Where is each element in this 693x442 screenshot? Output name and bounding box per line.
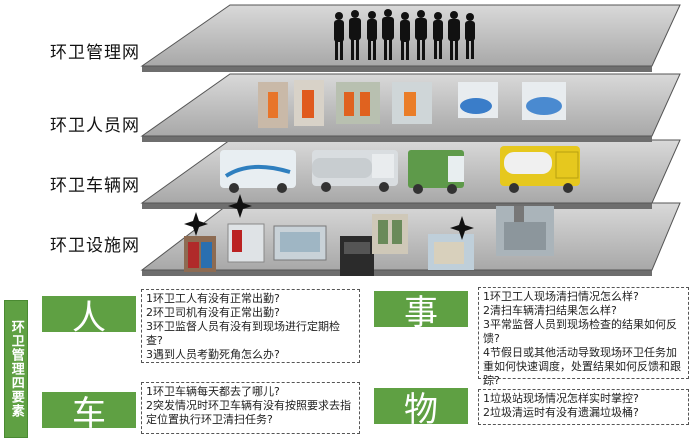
object-question-item: 1垃圾站现场情况怎样实时掌控?: [483, 392, 639, 405]
person-question-item: 3环卫监督人员有没有到现场进行定期检查?: [146, 320, 340, 347]
layer-label-facilities: 环卫设施网: [50, 236, 140, 256]
sanitation-vehicle-photos: [220, 146, 580, 194]
event-question-item: 2清扫车辆清扫结果怎么样?: [483, 304, 617, 317]
person-question-item: 2环卫司机有没有正常出勤?: [146, 306, 280, 319]
layer-label-vehicles: 环卫车辆网: [50, 176, 140, 196]
event-chip: 事: [374, 291, 468, 333]
event-question-item: 1环卫工人现场清扫情况怎么样?: [483, 290, 639, 303]
person-questions-box: 1环卫工人有没有正常出勤? 2环卫司机有没有正常出勤? 3环卫监督人员有没有到现…: [141, 289, 360, 363]
object-questions-box: 1垃圾站现场情况怎样实时掌控? 2垃圾清运时有没有遗漏垃圾桶?: [478, 389, 689, 425]
vehicle-questions-box: 1环卫车辆每天都去了哪儿? 2突发情况时环卫车辆有没有按照要求去指定位置执行环卫…: [141, 382, 360, 434]
vehicle-question-item: 1环卫车辆每天都去了哪儿?: [146, 385, 280, 398]
vehicle-question-item: 2突发情况时环卫车辆有没有按照要求去指定位置执行环卫清扫任务?: [146, 399, 351, 426]
layer-label-management: 环卫管理网: [50, 43, 140, 63]
event-question-item: 4节假日或其他活动导致现场环卫任务加重如何快速调度，处置结果如何反馈和跟踪?: [483, 346, 681, 387]
sanitation-facility-photos: [184, 206, 554, 276]
layer-plate-management: [140, 4, 681, 72]
people-silhouettes-image: [334, 9, 475, 60]
event-questions-box: 1环卫工人现场清扫情况怎么样? 2清扫车辆清扫结果怎么样? 3平常监督人员到现场…: [478, 287, 689, 387]
event-question-item: 3平常监督人员到现场检查的结果如何反馈?: [483, 318, 677, 345]
layer-stack-diagram: [140, 4, 681, 276]
object-question-item: 2垃圾清运时有没有遗漏垃圾桶?: [483, 406, 639, 419]
object-chip: 物: [374, 388, 468, 430]
person-chip: 人: [42, 296, 136, 338]
sparkle-icons: [184, 194, 474, 240]
layer-plate-facilities: [140, 202, 681, 276]
vehicle-chip: 车: [42, 392, 136, 434]
person-question-item: 1环卫工人有没有正常出勤?: [146, 292, 280, 305]
four-elements-title: 环卫管理四要素: [4, 300, 28, 438]
sanitation-worker-photos: [258, 80, 566, 128]
layer-label-personnel: 环卫人员网: [50, 116, 140, 136]
person-question-item: 3遇到人员考勤死角怎么办?: [146, 348, 280, 361]
